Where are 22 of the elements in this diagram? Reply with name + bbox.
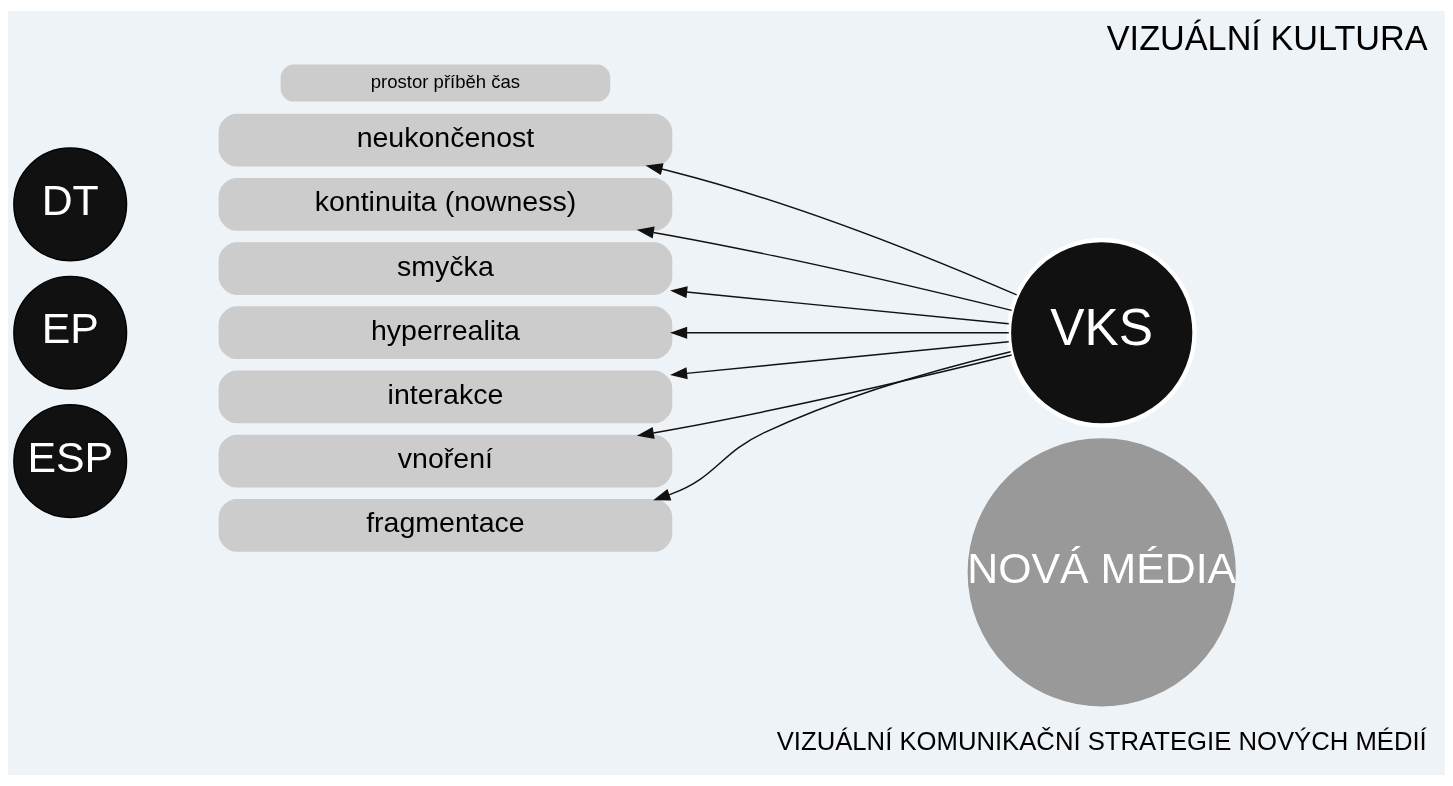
arrow: [636, 226, 1013, 312]
arrow: [670, 326, 1010, 339]
node-circle: DT: [13, 147, 128, 262]
arrow: [653, 351, 1012, 501]
node-box: fragmentace: [218, 498, 673, 552]
arrow: [670, 286, 1010, 325]
node-circle: NOVÁ MÉDIA: [967, 438, 1236, 707]
node-circle: VKS: [1006, 237, 1197, 428]
arrow: [670, 341, 1010, 380]
arrow: [636, 354, 1013, 439]
node-box: vnoření: [218, 434, 673, 488]
node-box: kontinuita (nowness): [218, 177, 673, 231]
caption: VIZUÁLNÍ KOMUNIKAČNÍ STRATEGIE NOVÝCH MÉDIÍ: [776, 726, 1427, 755]
node-circle: ESP: [13, 404, 128, 519]
node-box: hyperrealita: [218, 306, 673, 360]
node-box: prostor příběh čas: [280, 64, 611, 102]
arrow: [645, 163, 1018, 296]
diagram-title: VIZUÁLNÍ KULTURA: [1106, 18, 1428, 57]
node-box: smyčka: [218, 242, 673, 295]
node-box: neukončenost: [218, 113, 673, 167]
node-box: interakce: [218, 370, 673, 424]
node-circle: EP: [13, 275, 128, 390]
